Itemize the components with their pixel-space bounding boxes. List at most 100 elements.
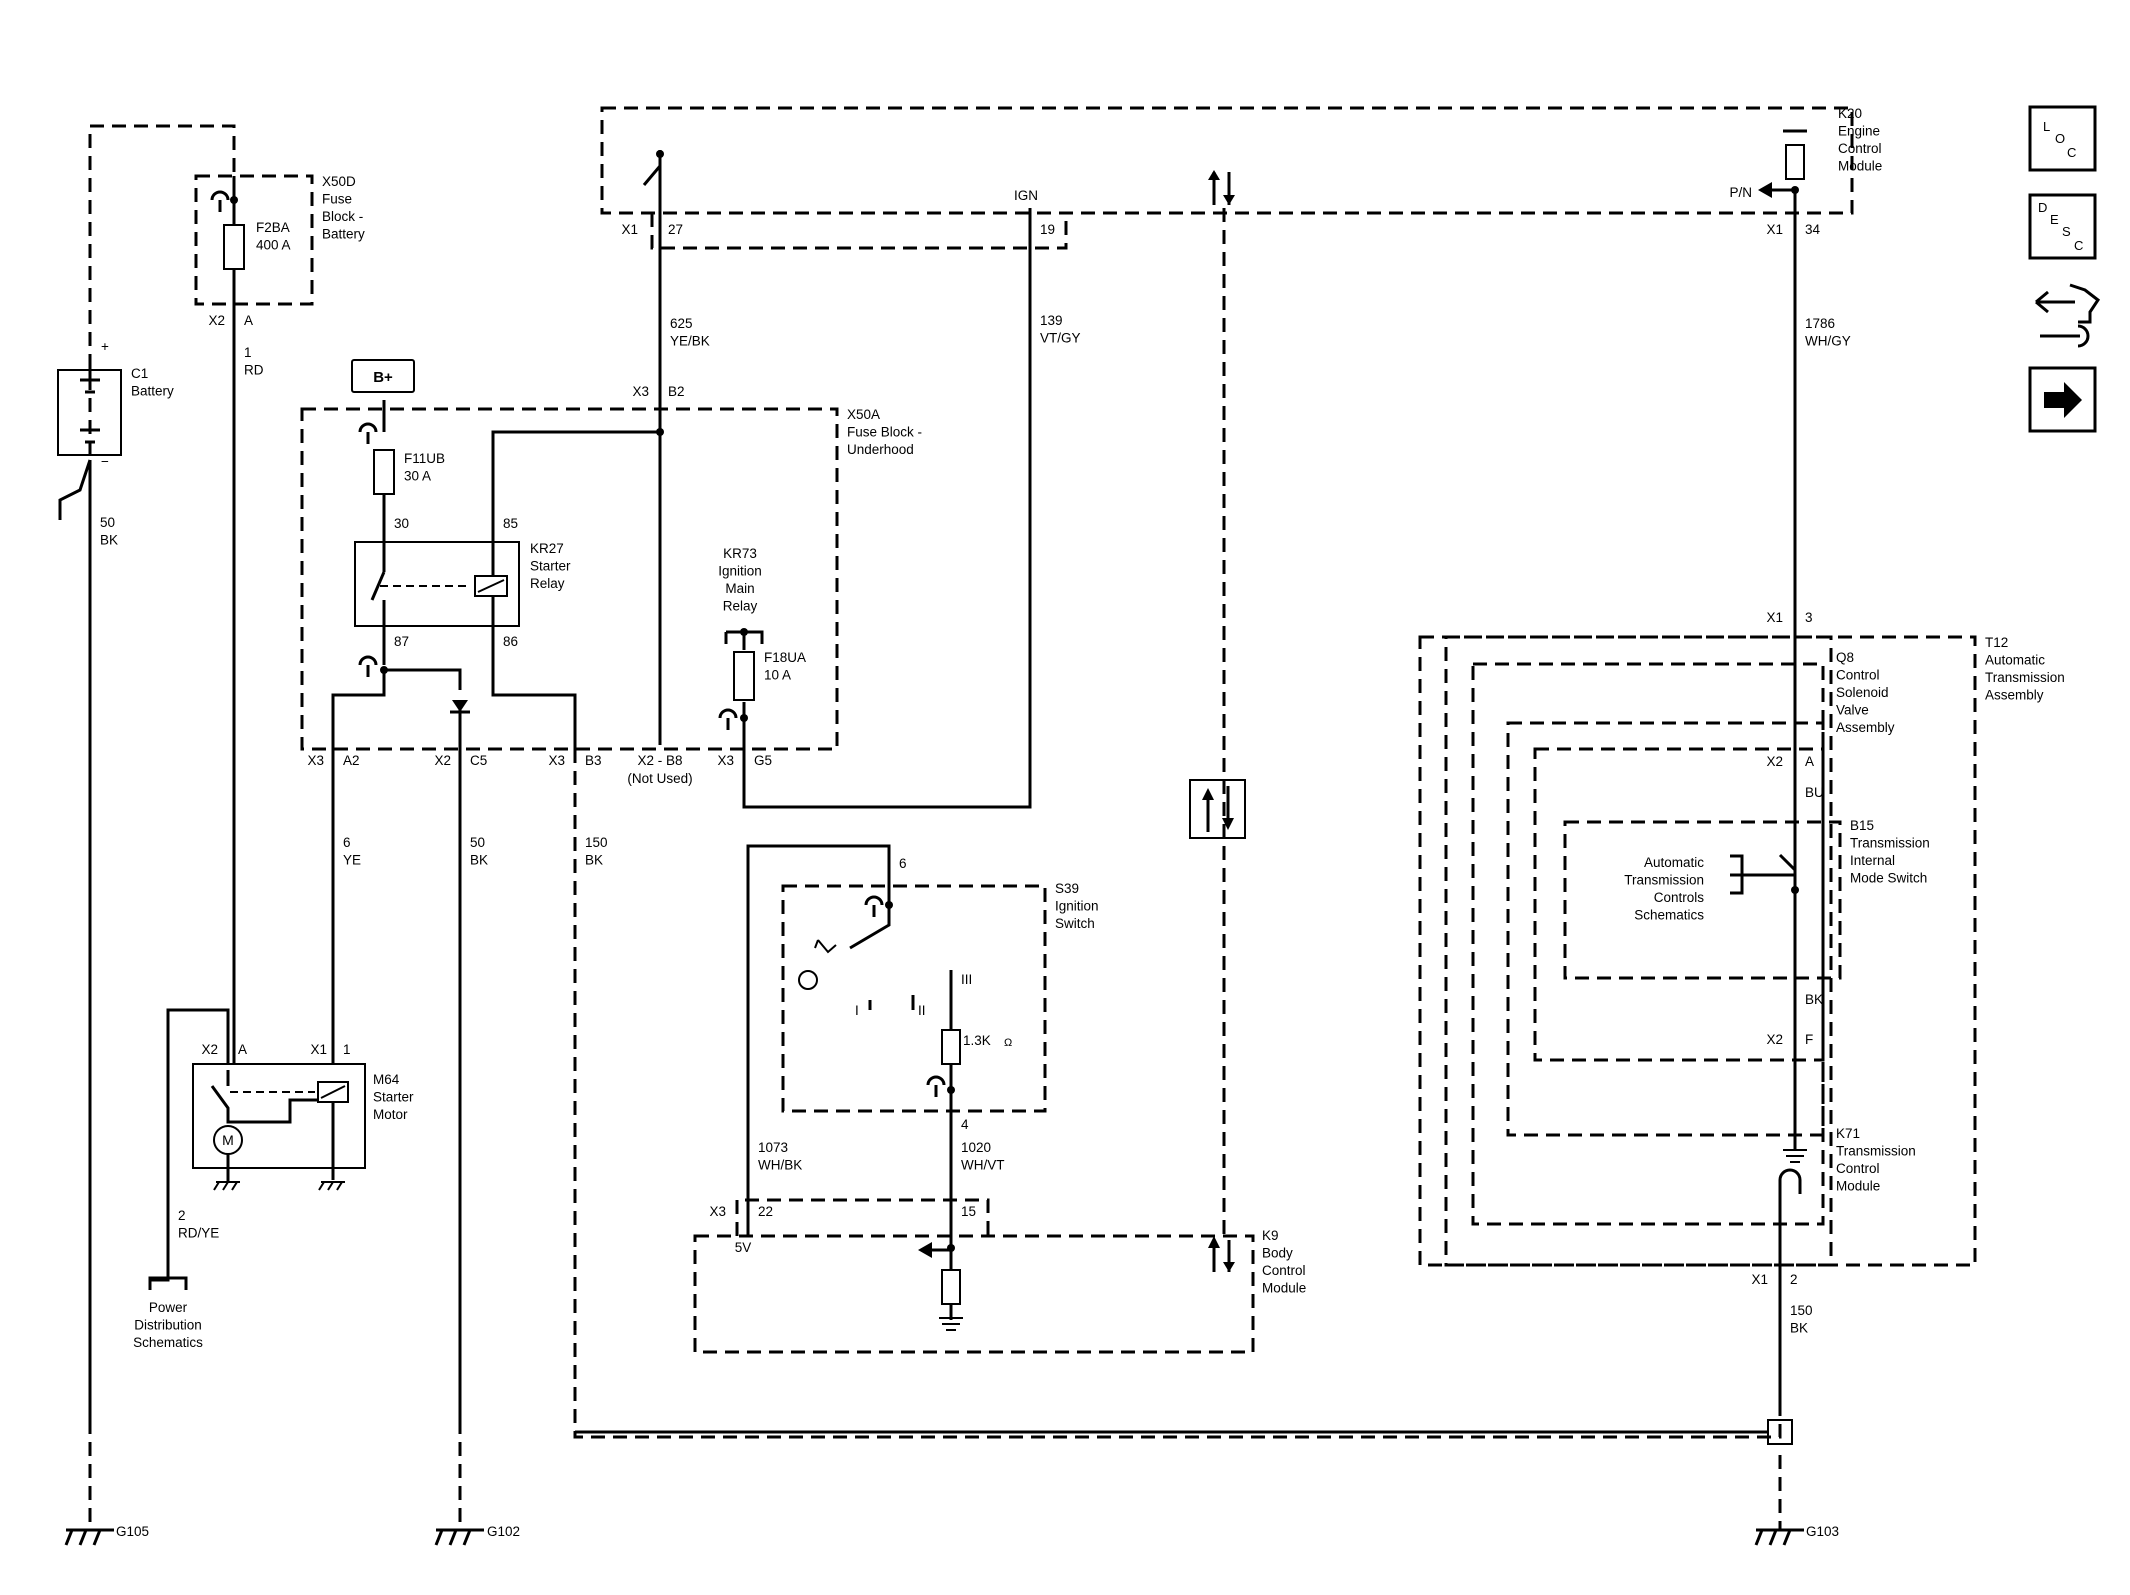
b-plus-label: B+ xyxy=(373,369,393,386)
arrow-right-icon[interactable] xyxy=(2028,366,2097,433)
pin-ii: II xyxy=(918,1003,926,1018)
pin-34: 34 xyxy=(1805,222,1821,237)
desc-button[interactable]: D E S C xyxy=(2028,193,2097,260)
pin-6-s39: 6 xyxy=(899,856,907,871)
pin-i: I xyxy=(855,1003,859,1018)
kr27-85-feed xyxy=(491,430,660,590)
resistor-label: 1.3K xyxy=(963,1033,991,1048)
c5-diode-feed xyxy=(384,668,462,690)
f18ua-node xyxy=(740,714,748,722)
pin-87: 87 xyxy=(394,634,409,649)
wire-bu-label: BU xyxy=(1805,785,1824,800)
150-bk-harness-outline xyxy=(573,749,1782,1439)
k20-module-outline xyxy=(600,106,1854,215)
desc-c: C xyxy=(2074,238,2083,253)
k20-pn-arrow xyxy=(1758,182,1772,198)
g102-label: G102 xyxy=(487,1524,520,1539)
x50a-fuse-block-outline xyxy=(300,407,839,751)
c5-diode xyxy=(452,700,468,712)
pin-x2-m64: X2 xyxy=(201,1042,218,1057)
m64-winding xyxy=(228,1098,318,1124)
wire-139-vt-gy xyxy=(742,208,1032,809)
pin-2: 2 xyxy=(1790,1272,1798,1287)
q8-solenoid-outline xyxy=(1533,747,1825,1062)
pin-iii: III xyxy=(961,972,972,987)
f2ba-fuse xyxy=(223,224,245,270)
pin-b3: B3 xyxy=(585,753,602,768)
pin-x3-b3: X3 xyxy=(548,753,565,768)
pin-x2-a-q8: X2 xyxy=(1766,754,1783,769)
f11ub-fuse xyxy=(373,449,395,495)
symbols xyxy=(57,129,1807,1546)
pin-a-m64: A xyxy=(238,1042,247,1057)
s39-blade xyxy=(849,905,891,950)
pin-x2-f: X2 xyxy=(1766,1032,1783,1047)
f18ua-clip xyxy=(718,708,738,730)
k20-x1-connector-outline xyxy=(650,213,1068,250)
f2ba-terminal xyxy=(230,196,238,204)
kr27-87-clip xyxy=(358,655,378,677)
b15-switch-blade xyxy=(1778,853,1797,890)
pin-1-m64: 1 xyxy=(343,1042,351,1057)
f2ba-clip xyxy=(210,190,230,212)
kr27-87-node xyxy=(380,666,388,674)
pin-19: 19 xyxy=(1040,222,1055,237)
pin-15: 15 xyxy=(961,1204,976,1219)
battery-neg-lead xyxy=(58,459,92,520)
q8-ground-sym xyxy=(1783,1149,1807,1163)
kr73-clip xyxy=(724,630,764,644)
battery-plus: + xyxy=(101,339,109,354)
pin-x1-m64: X1 xyxy=(310,1042,327,1057)
battery-cable-outline xyxy=(88,124,236,500)
loc-button[interactable]: L O C xyxy=(2028,105,2097,172)
k20-27-node xyxy=(656,150,664,158)
pin-x2: X2 xyxy=(208,313,225,328)
kr73-node xyxy=(740,628,748,636)
pin-pn: P/N xyxy=(1729,185,1752,200)
pin-c5: C5 xyxy=(470,753,487,768)
k9-input-arrow xyxy=(918,1242,932,1258)
pin-a-q8: A xyxy=(1805,754,1814,769)
x3-b2-node xyxy=(656,428,664,436)
kr27-coil-mark xyxy=(477,579,505,593)
atc-bracket xyxy=(1730,854,1744,895)
wires xyxy=(58,150,1797,1420)
desc-s: S xyxy=(2062,224,2071,239)
wire-6-ye xyxy=(331,670,386,1070)
loc-c: C xyxy=(2067,145,2076,160)
wire-bk-b15-label: BK xyxy=(1805,992,1823,1007)
pds-connector xyxy=(148,1276,188,1290)
m64-motor-box xyxy=(192,1063,366,1169)
g103-label: G103 xyxy=(1806,1524,1839,1539)
pin-86: 86 xyxy=(503,634,518,649)
pin-5v: 5V xyxy=(735,1240,752,1255)
serial-data-arrows-top xyxy=(1208,170,1235,205)
connector-wrench-icon[interactable] xyxy=(2035,283,2101,348)
m64-ground-sym-2 xyxy=(318,1181,345,1191)
dashed-outlines xyxy=(88,106,1977,1530)
wire-1073-wh-bk xyxy=(746,844,891,1236)
side-nav: L O C D E S C xyxy=(2028,105,2101,433)
b15-switch-outline xyxy=(1563,820,1842,980)
pin-x3-g5: X3 xyxy=(717,753,734,768)
g105-label: G105 xyxy=(116,1524,149,1539)
pin-a2: A2 xyxy=(343,753,360,768)
